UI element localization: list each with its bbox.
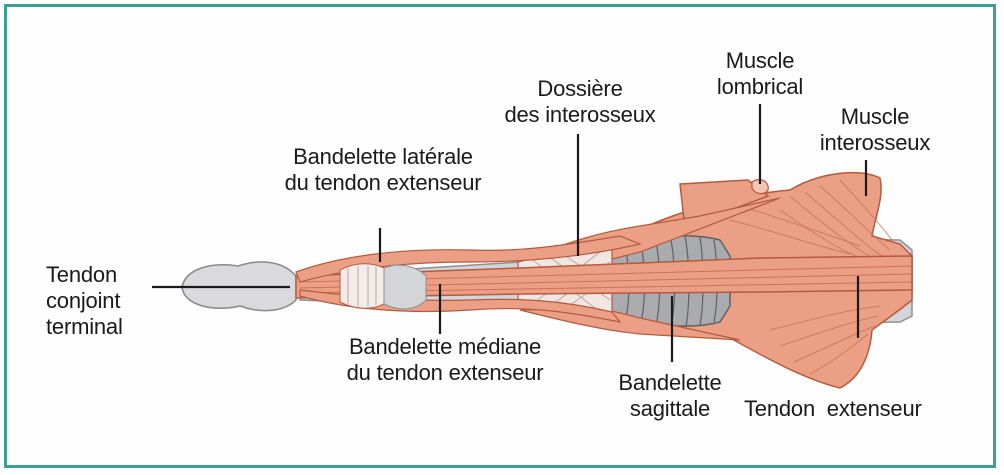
label-bandelette-mediane: Bandelette médiane du tendon extenseur bbox=[310, 334, 580, 386]
label-bandelette-laterale: Bandelette latérale du tendon extenseur bbox=[258, 144, 508, 196]
label-muscle-interosseux: Muscle interosseux bbox=[800, 104, 950, 156]
label-dossiere: Dossière des interosseux bbox=[480, 76, 680, 128]
label-tendon-conjoint: Tendon conjoint terminal bbox=[46, 262, 156, 340]
label-tendon-extenseur: Tendon extenseur bbox=[744, 344, 984, 448]
label-bandelette-sagittale: Bandelette sagittale bbox=[600, 370, 740, 422]
label-muscle-lombrical: Muscle lombrical bbox=[690, 48, 830, 100]
